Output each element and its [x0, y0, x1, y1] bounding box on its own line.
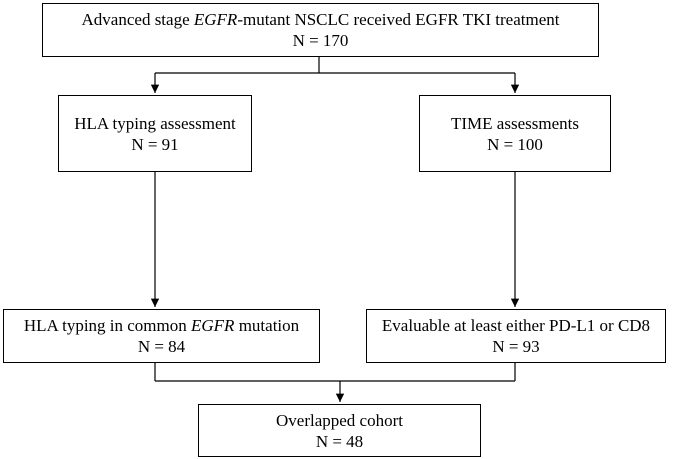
node-hla-common-text-gene: EGFR: [191, 316, 235, 335]
node-evaluable: Evaluable at least either PD-L1 or CD8 N…: [366, 309, 666, 363]
node-overlapped: Overlapped cohort N = 48: [198, 404, 481, 457]
node-evaluable-count: N = 93: [492, 337, 540, 356]
node-overlapped-title: Overlapped cohort: [276, 410, 403, 430]
node-overlapped-count: N = 48: [315, 431, 364, 451]
node-top-text-pre: Advanced stage: [81, 10, 194, 29]
node-top-population: Advanced stage EGFR-mutant NSCLC receive…: [42, 3, 599, 57]
node-top-count: N = 170: [292, 31, 349, 50]
node-hla-common-title: HLA typing in common EGFR mutation: [24, 315, 299, 336]
node-hla-typing: HLA typing assessment N = 91: [58, 95, 252, 172]
node-top-title: Advanced stage EGFR-mutant NSCLC receive…: [82, 9, 560, 30]
node-hla-typing-count: N = 91: [131, 134, 179, 154]
node-evaluable-title: Evaluable at least either PD-L1 or CD8: [381, 316, 651, 335]
node-hla-common-text-post: mutation: [234, 316, 300, 335]
node-top-text-gene: EGFR: [193, 10, 238, 29]
node-hla-common-text-pre: HLA typing in common: [23, 316, 192, 335]
node-time-count: N = 100: [487, 134, 543, 154]
node-hla-common: HLA typing in common EGFR mutation N = 8…: [3, 309, 320, 363]
node-time-title: TIME assessments: [451, 113, 579, 133]
node-time: TIME assessments N = 100: [419, 95, 611, 172]
node-top-text-post: -mutant NSCLC received EGFR TKI treatmen…: [237, 10, 560, 29]
node-hla-common-count: N = 84: [137, 337, 186, 356]
node-hla-typing-title: HLA typing assessment: [74, 113, 236, 133]
